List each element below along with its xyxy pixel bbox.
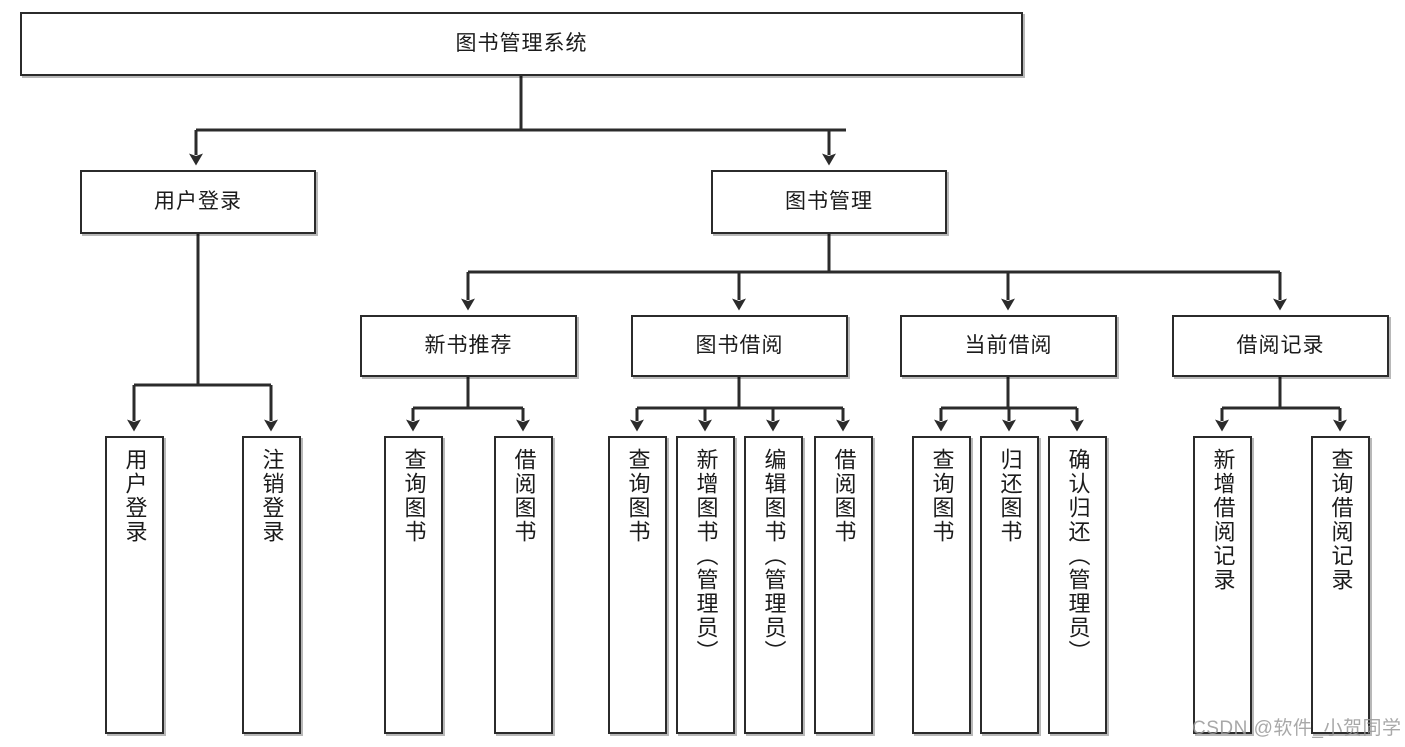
node-new-book-recommend-label: 新书推荐 (424, 334, 513, 358)
node-leaf-confirm-return[interactable]: 确认归还（管理员） (1048, 436, 1107, 734)
node-leaf-query-book-2[interactable]: 查询图书 (608, 436, 667, 734)
node-root[interactable]: 图书管理系统 (20, 12, 1023, 76)
node-book-borrow[interactable]: 图书借阅 (631, 315, 848, 377)
node-user-login[interactable]: 用户登录 (80, 170, 316, 234)
node-current-borrow-label: 当前借阅 (964, 334, 1053, 358)
node-leaf-query-book-3-label: 查询图书 (929, 448, 955, 544)
node-leaf-add-book-label: 新增图书（管理员） (693, 448, 719, 664)
node-leaf-return-book-label: 归还图书 (997, 448, 1023, 544)
node-leaf-user-login[interactable]: 用户登录 (105, 436, 164, 734)
node-current-borrow[interactable]: 当前借阅 (900, 315, 1117, 377)
node-leaf-return-book[interactable]: 归还图书 (980, 436, 1039, 734)
node-leaf-query-record[interactable]: 查询借阅记录 (1311, 436, 1370, 734)
node-borrow-record-label: 借阅记录 (1236, 334, 1325, 358)
node-leaf-add-record-label: 新增借阅记录 (1210, 448, 1236, 592)
node-user-login-label: 用户登录 (154, 190, 242, 214)
node-leaf-query-book-1[interactable]: 查询图书 (384, 436, 443, 734)
node-leaf-borrow-book-1[interactable]: 借阅图书 (494, 436, 553, 734)
node-root-label: 图书管理系统 (455, 32, 588, 56)
node-leaf-user-logout-label: 注销登录 (259, 448, 285, 544)
node-leaf-borrow-book-1-label: 借阅图书 (511, 448, 537, 544)
node-borrow-record[interactable]: 借阅记录 (1172, 315, 1389, 377)
node-leaf-user-login-label: 用户登录 (122, 448, 148, 544)
node-leaf-edit-book[interactable]: 编辑图书（管理员） (744, 436, 803, 734)
node-leaf-query-record-label: 查询借阅记录 (1328, 448, 1354, 592)
node-leaf-query-book-3[interactable]: 查询图书 (912, 436, 971, 734)
csdn-watermark: CSDN @软件_小贺同学 (1192, 718, 1402, 739)
node-leaf-borrow-book-2-label: 借阅图书 (831, 448, 857, 544)
node-new-book-recommend[interactable]: 新书推荐 (360, 315, 577, 377)
node-book-borrow-label: 图书借阅 (695, 334, 784, 358)
node-leaf-add-book[interactable]: 新增图书（管理员） (676, 436, 735, 734)
node-leaf-query-book-1-label: 查询图书 (401, 448, 427, 544)
node-leaf-query-book-2-label: 查询图书 (625, 448, 651, 544)
node-book-management[interactable]: 图书管理 (711, 170, 947, 234)
node-leaf-edit-book-label: 编辑图书（管理员） (761, 448, 787, 664)
node-leaf-user-logout[interactable]: 注销登录 (242, 436, 301, 734)
node-book-management-label: 图书管理 (785, 190, 873, 214)
node-leaf-confirm-return-label: 确认归还（管理员） (1065, 448, 1091, 664)
node-leaf-add-record[interactable]: 新增借阅记录 (1193, 436, 1252, 734)
node-leaf-borrow-book-2[interactable]: 借阅图书 (814, 436, 873, 734)
